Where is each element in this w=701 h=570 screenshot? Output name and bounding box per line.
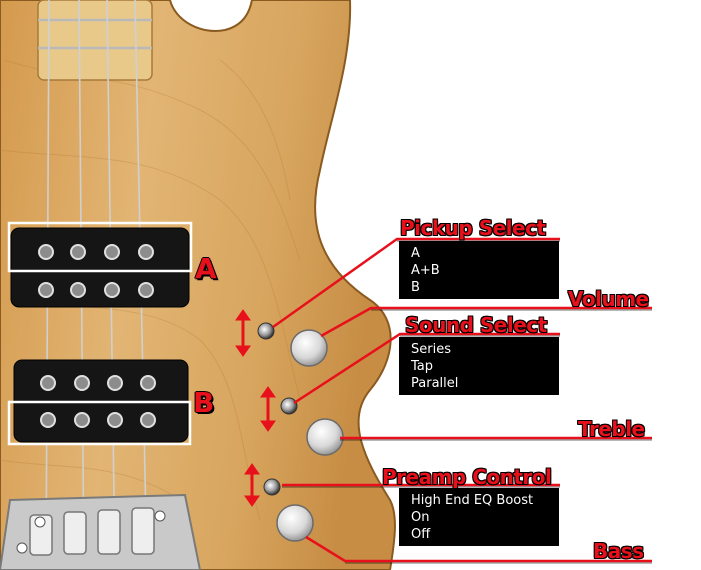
sound-select-options: Series Tap Parallel xyxy=(399,337,559,395)
option-item: On xyxy=(411,510,430,525)
sound-select-title: Sound Select xyxy=(405,313,547,337)
preamp-control-switch xyxy=(263,478,281,496)
option-item: Parallel xyxy=(411,376,459,391)
pickup-b-label: B xyxy=(193,386,215,419)
option-item: Series xyxy=(411,342,451,357)
volume-knob xyxy=(290,329,328,367)
pickup-b-highlight xyxy=(7,400,192,446)
treble-title: Treble xyxy=(578,417,645,441)
pickup-select-title: Pickup Select xyxy=(400,216,546,240)
bridge xyxy=(0,493,202,570)
sound-select-switch xyxy=(280,397,298,415)
wood-grain xyxy=(0,59,301,521)
preamp-control-title: Preamp Control xyxy=(382,465,552,489)
option-item: Off xyxy=(411,527,431,542)
treble-knob xyxy=(306,418,344,456)
pickup-select-switch xyxy=(257,322,275,340)
bass-knob xyxy=(276,504,314,542)
pickup-a-label: A xyxy=(195,252,217,285)
leader-lines xyxy=(272,237,652,563)
pickup-b xyxy=(7,359,192,446)
option-item: Tap xyxy=(411,359,434,374)
preamp-control-options: High End EQ Boost On Off xyxy=(399,488,559,546)
volume-title: Volume xyxy=(568,287,649,311)
option-item: High End EQ Boost xyxy=(411,493,534,508)
pickup-select-options: A A+B B xyxy=(399,241,559,299)
switch-arrows xyxy=(235,309,276,507)
bass-title: Bass xyxy=(593,539,644,563)
option-item: A xyxy=(411,246,420,261)
pickup-a-highlight xyxy=(7,221,193,273)
option-item: A+B xyxy=(411,263,440,278)
option-item: B xyxy=(411,280,420,295)
pickup-a xyxy=(7,221,193,308)
